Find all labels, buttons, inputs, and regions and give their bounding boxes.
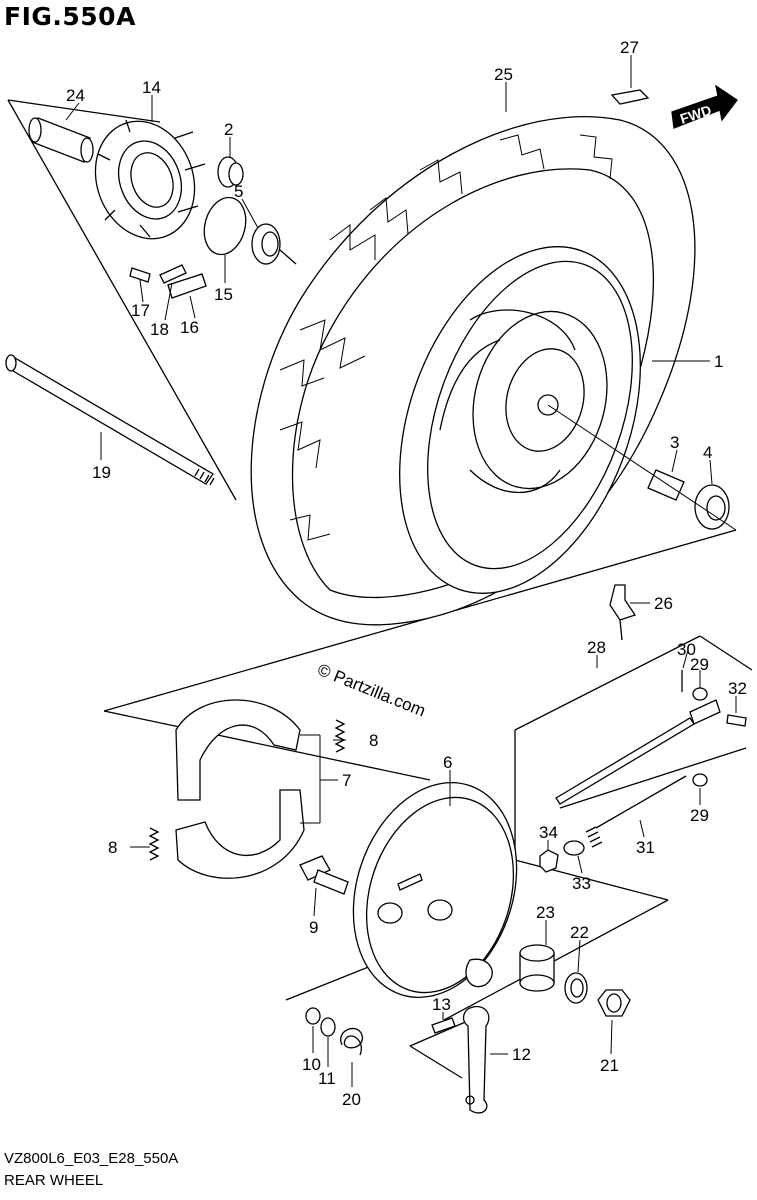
bolt-17 xyxy=(129,267,151,283)
callout-2: 2 xyxy=(224,120,233,139)
callout-27: 27 xyxy=(620,38,639,57)
callout-22: 22 xyxy=(570,923,589,942)
callout-9: 9 xyxy=(309,918,318,937)
callout-19: 19 xyxy=(92,463,111,482)
lock-washer-16 xyxy=(167,273,207,299)
brake-shoe-upper xyxy=(175,699,301,801)
brake-cam xyxy=(299,855,349,895)
callout-4: 4 xyxy=(703,443,712,462)
rear-axle xyxy=(5,354,215,486)
washer-29-upper xyxy=(692,687,708,701)
wheel-rim xyxy=(399,246,641,594)
axle-nut xyxy=(597,989,631,1017)
callout-24: 24 xyxy=(66,86,85,105)
brake-shoe-lower xyxy=(175,789,305,879)
callout-33: 33 xyxy=(572,874,591,893)
callout-1: 1 xyxy=(714,352,723,371)
callout-29-upper: 29 xyxy=(690,655,709,674)
nut-34 xyxy=(539,849,559,873)
spacer-23 xyxy=(519,944,555,992)
callout-5: 5 xyxy=(234,182,243,201)
brake-panel-group-outline xyxy=(285,635,753,1079)
shoe-spring-lower xyxy=(148,827,160,861)
callout-29-lower: 29 xyxy=(690,806,709,825)
o-ring xyxy=(203,196,247,256)
pin-32 xyxy=(726,714,747,727)
brake-rod-spring xyxy=(585,775,687,848)
callout-7: 7 xyxy=(342,771,351,790)
o-ring-10 xyxy=(305,1007,321,1025)
forward-arrow xyxy=(671,84,738,129)
callout-6: 6 xyxy=(443,753,452,772)
bolt-13 xyxy=(431,1017,456,1034)
callout-16: 16 xyxy=(180,318,199,337)
bearing-left xyxy=(251,223,297,265)
callout-34: 34 xyxy=(539,823,558,842)
leader-lines xyxy=(65,55,737,1087)
dust-seal xyxy=(217,156,244,188)
brake-arm xyxy=(462,1005,490,1114)
callout-8-lower: 8 xyxy=(108,838,117,857)
bearing-right xyxy=(694,484,730,530)
sprocket-hub xyxy=(94,119,206,240)
shoe-spring-upper xyxy=(334,719,346,753)
figure-title: FIG.550A xyxy=(4,2,136,31)
callout-17: 17 xyxy=(131,301,150,320)
callout-25: 25 xyxy=(494,65,513,84)
callout-3: 3 xyxy=(670,433,679,452)
callout-20: 20 xyxy=(342,1090,361,1109)
callout-26: 26 xyxy=(654,594,673,613)
tire-valve xyxy=(609,584,637,641)
callout-12: 12 xyxy=(512,1045,531,1064)
callout-28: 28 xyxy=(587,638,606,657)
callout-21: 21 xyxy=(600,1056,619,1075)
callout-30: 30 xyxy=(677,640,696,659)
washer-11 xyxy=(320,1017,336,1037)
callout-13: 13 xyxy=(432,995,451,1014)
brake-rod xyxy=(555,699,721,805)
figure-name: REAR WHEEL xyxy=(4,1172,104,1189)
callout-10: 10 xyxy=(302,1055,321,1074)
callout-15: 15 xyxy=(214,285,233,304)
callout-11: 11 xyxy=(318,1069,336,1088)
callout-14: 14 xyxy=(142,78,161,97)
cam-spring xyxy=(340,1027,363,1056)
callout-labels: 1 2 3 4 5 6 7 8 8 9 10 11 12 13 14 15 16… xyxy=(66,38,747,1109)
washer-29-lower xyxy=(692,773,708,787)
joint-33 xyxy=(563,840,585,856)
balancer-weight xyxy=(610,89,650,105)
callout-32: 32 xyxy=(728,679,747,698)
washer-22 xyxy=(564,972,588,1004)
callout-31: 31 xyxy=(636,838,655,857)
plate-18 xyxy=(159,264,187,284)
callout-8-upper: 8 xyxy=(369,731,378,750)
hub-collar xyxy=(28,117,94,163)
figure-code: VZ800L6_E03_E28_550A xyxy=(4,1150,179,1167)
fwd-label: FWD xyxy=(678,102,713,127)
brake-panel xyxy=(352,781,518,999)
callout-18: 18 xyxy=(150,320,169,339)
callout-23: 23 xyxy=(536,903,555,922)
